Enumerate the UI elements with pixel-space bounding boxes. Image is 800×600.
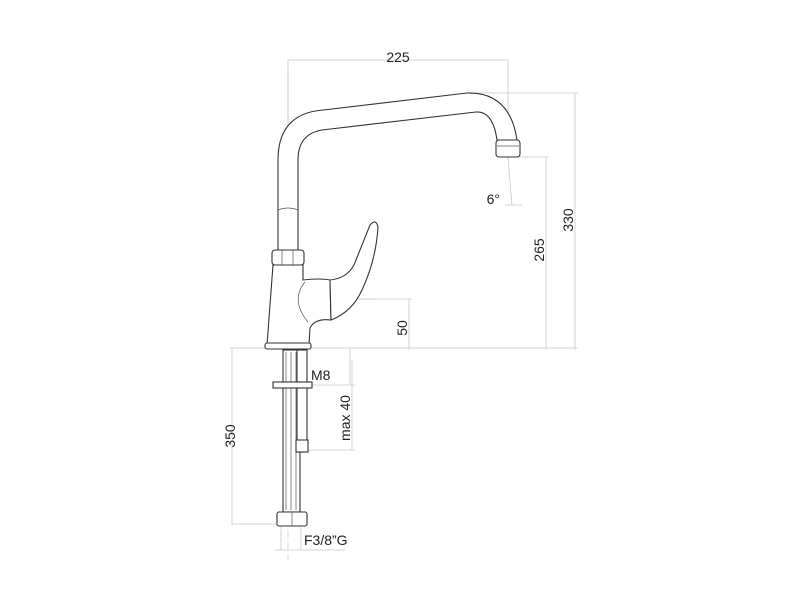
label-outlet-height: 265 (531, 238, 547, 262)
label-stud-thread: M8 (311, 367, 331, 383)
aerator (495, 139, 521, 158)
label-hose-connection: F3/8”G (304, 532, 348, 548)
fixing-stud (296, 349, 308, 453)
base-plate (264, 342, 312, 350)
label-max-deck-thickness: max 40 (337, 395, 353, 441)
fixing-washer (272, 381, 313, 389)
lever-handle (329, 221, 379, 321)
spout-nut (271, 249, 305, 266)
label-overall-height: 330 (560, 208, 576, 232)
label-spout-reach: 225 (386, 49, 410, 65)
label-hose-length: 350 (222, 424, 238, 448)
spout-joint (277, 207, 299, 211)
spout (277, 92, 518, 251)
stud-end (295, 439, 309, 453)
label-spout-angle: 6° (487, 191, 500, 207)
label-lever-axis-height: 50 (394, 320, 410, 336)
